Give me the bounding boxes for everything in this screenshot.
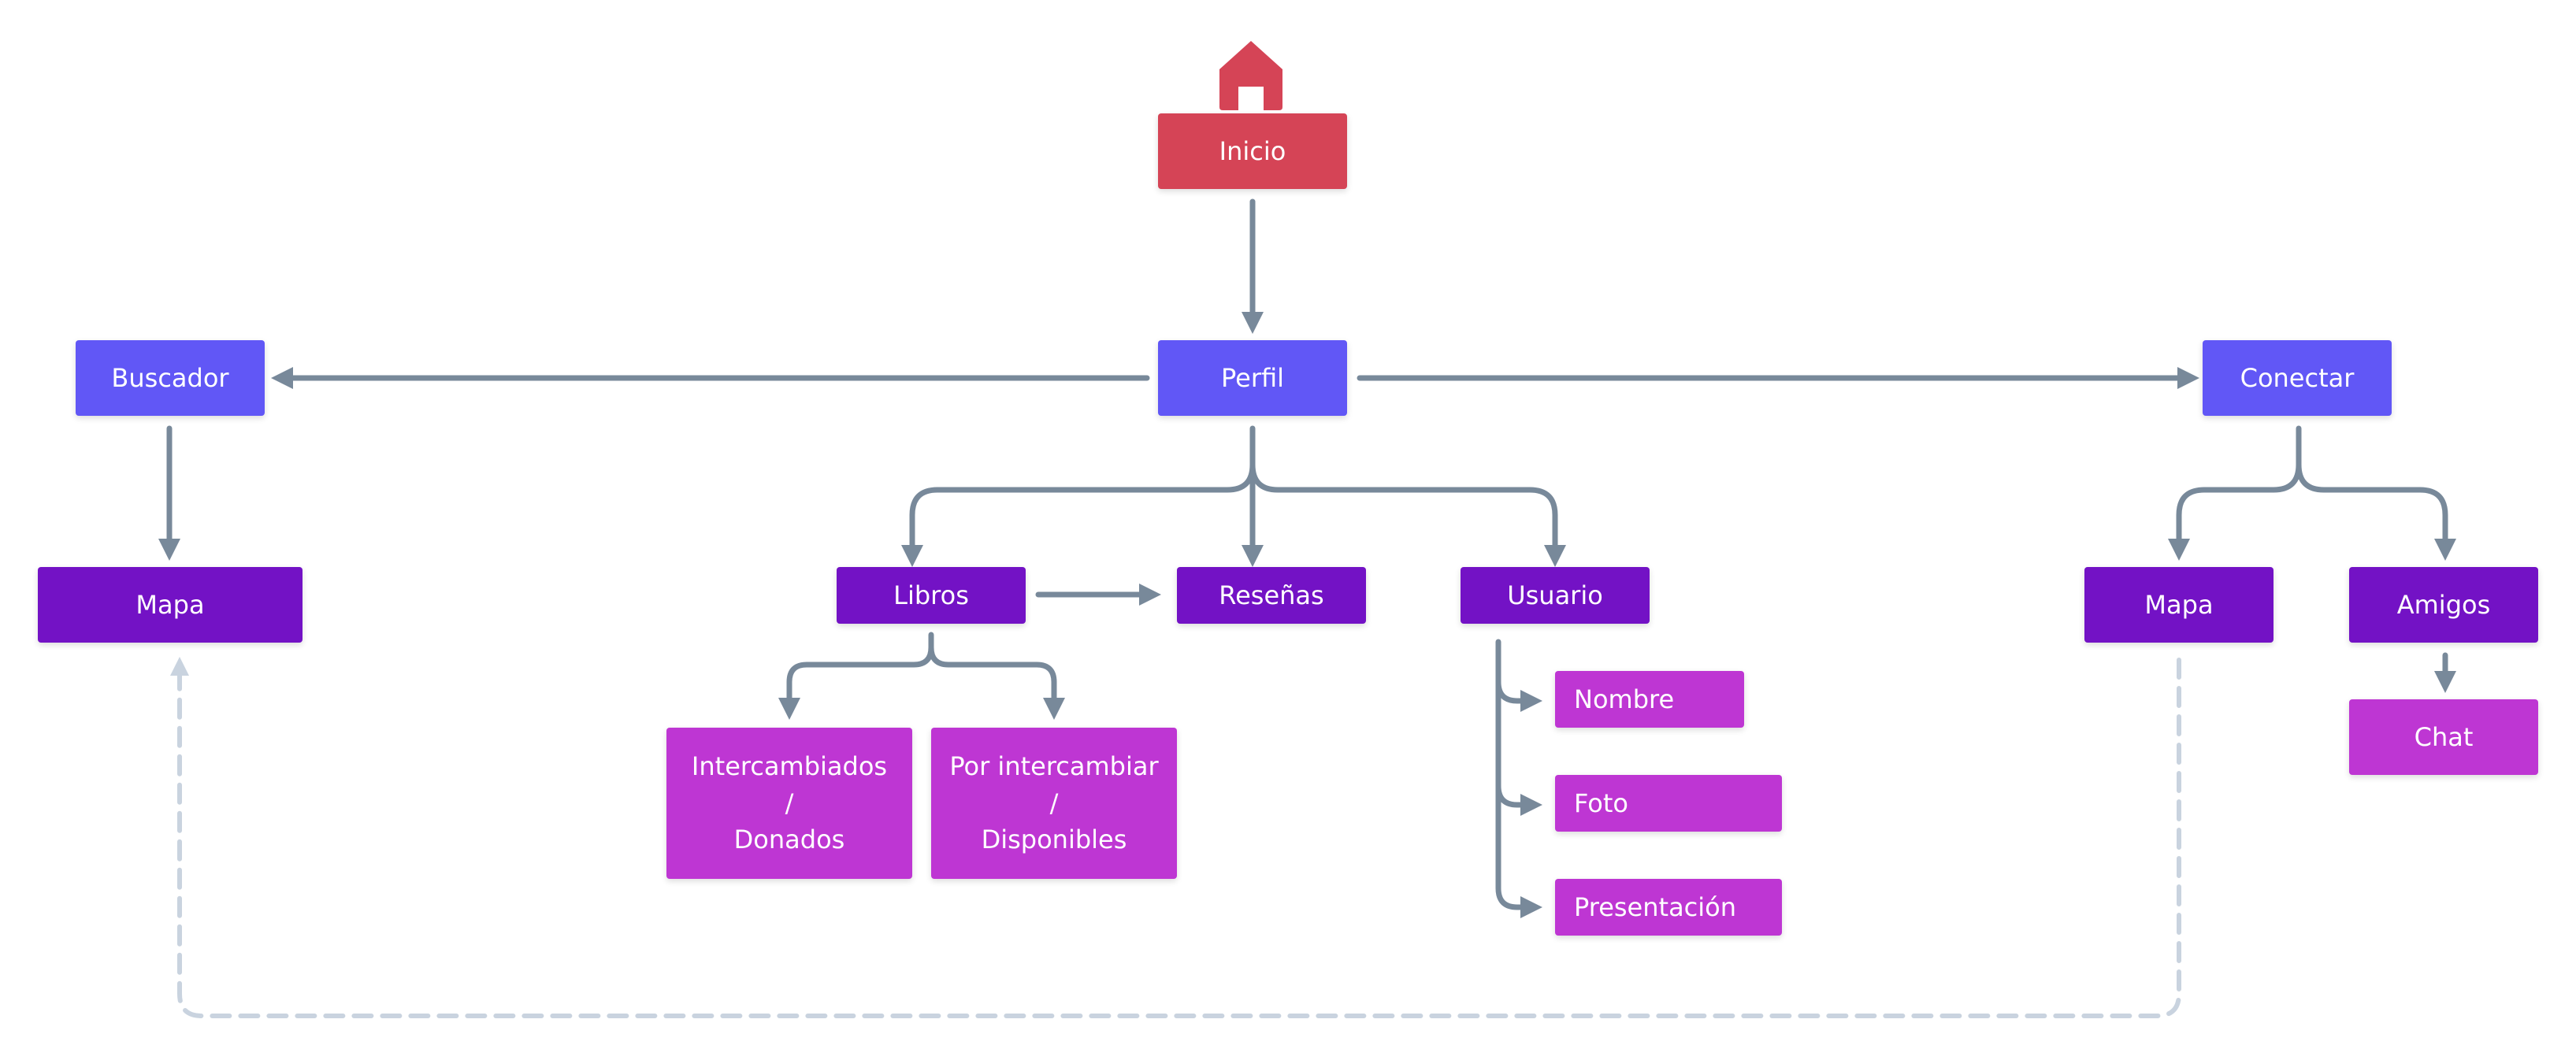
connector-conectar-amigos — [2296, 461, 2456, 561]
node-inicio[interactable]: Inicio — [1158, 113, 1347, 189]
node-buscador[interactable]: Buscador — [76, 340, 265, 416]
node-por-intercambiar-line3: Disponibles — [981, 825, 1127, 855]
node-nombre-label: Nombre — [1574, 684, 1675, 714]
node-intercambiados[interactable]: Intercambiados / Donados — [666, 728, 912, 879]
node-mapa-conectar-label: Mapa — [2144, 589, 2214, 620]
node-intercambiados-line1: Intercambiados — [691, 751, 888, 782]
node-por-intercambiar[interactable]: Por intercambiar / Disponibles — [931, 728, 1177, 879]
node-por-intercambiar-line1: Por intercambiar — [949, 751, 1159, 782]
node-amigos-label: Amigos — [2396, 589, 2491, 620]
node-chat-label: Chat — [2414, 721, 2474, 752]
node-resenas-label: Reseñas — [1219, 580, 1324, 610]
node-mapa-buscador[interactable]: Mapa — [38, 567, 303, 643]
node-presentacion[interactable]: Presentación — [1555, 879, 1782, 936]
connector-mapa-dashed — [170, 657, 2181, 1018]
node-perfil-label: Perfil — [1220, 362, 1285, 393]
node-chat[interactable]: Chat — [2349, 699, 2538, 775]
node-usuario-label: Usuario — [1507, 580, 1603, 610]
node-mapa-conectar[interactable]: Mapa — [2084, 567, 2273, 643]
node-mapa-buscador-label: Mapa — [135, 589, 205, 620]
node-presentacion-label: Presentación — [1574, 891, 1737, 922]
node-inicio-label: Inicio — [1219, 135, 1286, 166]
node-conectar[interactable]: Conectar — [2203, 340, 2392, 416]
node-libros-label: Libros — [893, 580, 969, 610]
connector-usuario-presentacion — [1495, 783, 1542, 918]
node-libros[interactable]: Libros — [837, 567, 1026, 624]
node-conectar-label: Conectar — [2240, 362, 2355, 393]
connector-perfil-libros — [901, 425, 1256, 567]
node-amigos[interactable]: Amigos — [2349, 567, 2538, 643]
node-foto-label: Foto — [1574, 788, 1628, 818]
connector-libros-intercambiados — [778, 632, 934, 720]
connector-libros-por-intercambiar — [928, 644, 1065, 720]
connector-usuario-nombre — [1495, 639, 1542, 712]
home-icon — [1219, 41, 1282, 110]
node-usuario[interactable]: Usuario — [1461, 567, 1650, 624]
node-perfil[interactable]: Perfil — [1158, 340, 1347, 416]
node-foto[interactable]: Foto — [1555, 775, 1782, 832]
node-intercambiados-line3: Donados — [733, 825, 845, 855]
node-nombre[interactable]: Nombre — [1555, 671, 1744, 728]
connector-perfil-usuario — [1249, 461, 1566, 567]
connector-conectar-mapa — [2168, 425, 2302, 561]
node-buscador-label: Buscador — [111, 362, 229, 393]
node-resenas[interactable]: Reseñas — [1177, 567, 1366, 624]
node-intercambiados-line2: / — [785, 788, 794, 818]
node-por-intercambiar-line2: / — [1049, 788, 1059, 818]
